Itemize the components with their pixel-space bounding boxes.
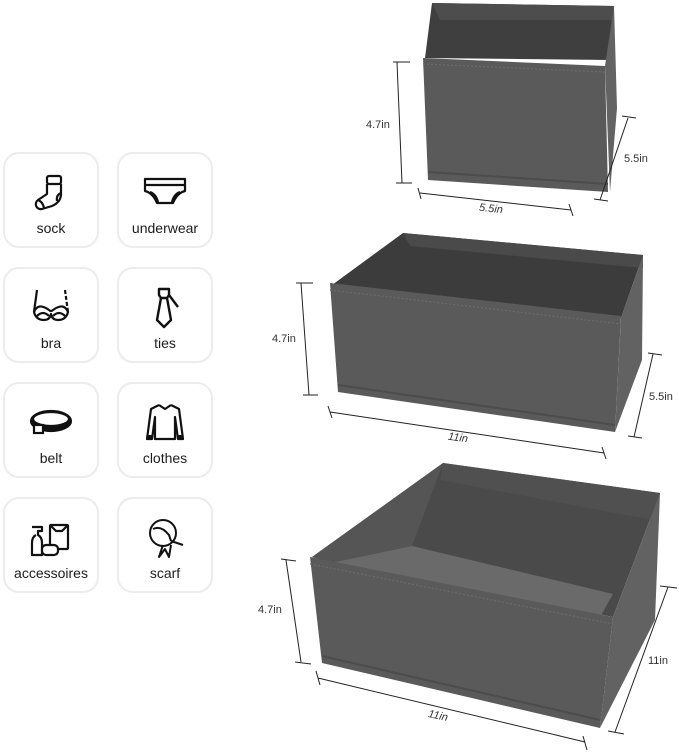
category-label: accessoires xyxy=(14,565,88,581)
medium-box-depth-label: 5.5in xyxy=(649,391,673,403)
category-label: ties xyxy=(154,335,176,351)
accessories-icon xyxy=(5,517,97,559)
category-label: underwear xyxy=(131,220,199,236)
category-label: belt xyxy=(39,450,63,466)
category-card-underwear: underwear xyxy=(117,152,213,248)
category-card-belt: belt xyxy=(3,382,99,478)
medium-box xyxy=(329,233,643,432)
small-box xyxy=(422,3,617,192)
sock-icon xyxy=(5,172,97,214)
belt-icon xyxy=(5,402,97,444)
small-box-depth-label: 5.5in xyxy=(624,153,648,165)
large-box-height-label: 4.7in xyxy=(258,604,282,616)
small-box-height-label: 4.7in xyxy=(366,119,390,131)
category-card-accessoires: accessoires xyxy=(3,497,99,593)
category-card-ties: ties xyxy=(117,267,213,363)
category-card-bra: bra xyxy=(3,267,99,363)
small-box-width-label: 5.5in xyxy=(478,201,504,217)
shirt-icon xyxy=(119,402,211,444)
large-box xyxy=(309,463,660,728)
category-card-scarf: scarf xyxy=(117,497,213,593)
medium-box-width-label: 11in xyxy=(447,430,469,446)
medium-box-height-label: 4.7in xyxy=(272,333,296,345)
tie-icon xyxy=(119,287,211,329)
underwear-icon xyxy=(119,172,211,214)
category-label: bra xyxy=(40,335,62,351)
category-label: clothes xyxy=(142,450,188,466)
bra-icon xyxy=(5,287,97,329)
category-label: scarf xyxy=(149,565,181,581)
scarf-icon xyxy=(119,517,211,559)
large-box-depth-label: 11in xyxy=(648,655,668,667)
category-label: sock xyxy=(36,220,66,236)
category-card-clothes: clothes xyxy=(117,382,213,478)
dimension-lines xyxy=(280,61,678,751)
category-card-sock: sock xyxy=(3,152,99,248)
